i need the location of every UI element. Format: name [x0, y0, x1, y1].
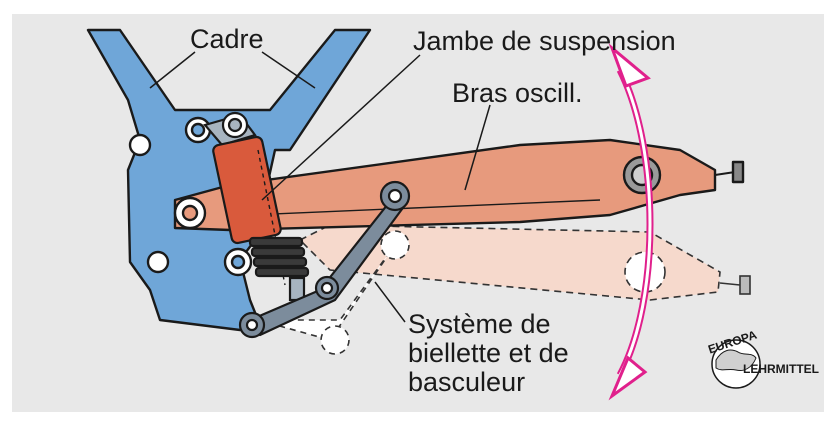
label-shock: Jambe de suspension: [413, 26, 676, 56]
double-arrow-icon: [608, 43, 654, 401]
label-linkage-line3: basculeur: [408, 367, 525, 397]
publisher-logo: EUROPA LEHRMITTEL: [706, 328, 819, 389]
shock-absorber: [203, 111, 310, 302]
logo-text-lehrmittel: LEHRMITTEL: [743, 362, 819, 376]
leader-lines: [149, 51, 491, 323]
label-linkage-line1: Système de: [408, 309, 551, 339]
label-linkage-line2: biellette et de: [408, 338, 569, 368]
globe-icon: [711, 339, 761, 389]
linkage-lowered-ghost: [257, 230, 410, 355]
linkage-rocker: [238, 180, 411, 339]
shock-bellows: [248, 236, 310, 278]
label-swingarm: Bras oscill.: [452, 78, 583, 108]
label-frame: Cadre: [190, 24, 264, 54]
